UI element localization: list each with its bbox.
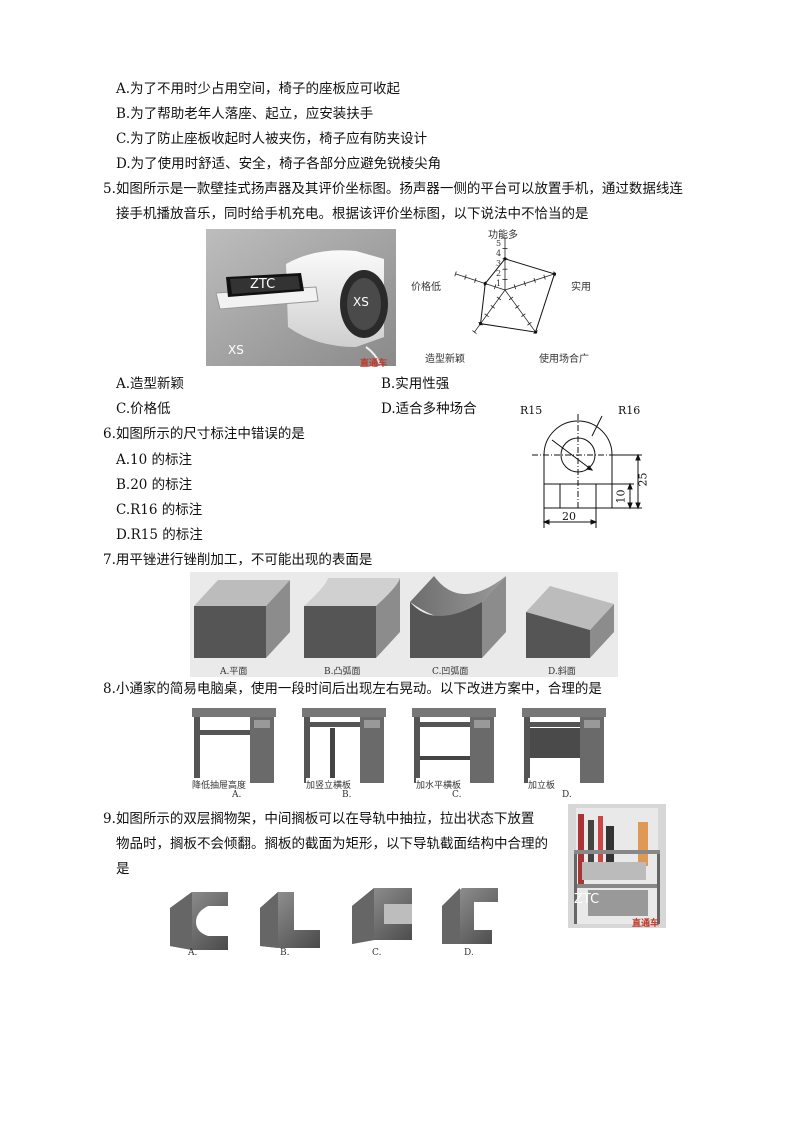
radar-tick-mark: [527, 321, 532, 326]
q6-option-a: A.10 的标注: [116, 452, 193, 468]
q4-option-b: B.为了帮助老年人落座、起立，应安装扶手: [116, 106, 374, 122]
q7-caption-d: D.斜面: [548, 667, 576, 677]
q9-letter-d: D.: [464, 948, 474, 958]
q8-caption-d: 加立板: [528, 778, 556, 791]
watermark-ztc: ZTC: [574, 892, 600, 907]
q9-letter-c: C.: [372, 948, 382, 958]
radar-tick-mark: [474, 277, 477, 283]
dim-r16: R16: [618, 404, 641, 417]
radar-axis: [504, 289, 536, 333]
radar-tick-mark: [472, 330, 477, 334]
q9-stem-line2: 物品时，搁板不会倾翻。搁板的截面为矩形，以下导轨截面结构中合理的: [116, 836, 548, 852]
q8-caption-c: 加水平横板: [416, 778, 462, 791]
watermark-xs: XS: [228, 343, 244, 357]
radar-point: [503, 257, 507, 261]
shelf-photo: ZTC 直通车: [568, 804, 666, 929]
q8-letter-b: B.: [342, 790, 352, 800]
radar-point: [478, 322, 483, 326]
radar-tick-mark: [521, 313, 526, 318]
dim-10: 10: [614, 489, 628, 504]
radar-tick: 5: [496, 239, 502, 248]
radar-tick: 4: [496, 249, 502, 258]
q5-stem-line1: 5.如图所示是一款壁挂式扬声器及其评价坐标图。扬声器一侧的平台可以放置手机，通过…: [103, 181, 683, 197]
q9-letter-b: B.: [280, 948, 290, 958]
q7-caption-c: C.凹弧面: [432, 667, 469, 677]
radar-axis-label: 价格低: [411, 282, 441, 293]
radar-axis-label: 造型新颖: [425, 354, 465, 365]
rail-sections-figure: A. B. C. D.: [166, 880, 506, 962]
radar-axis-label: 功能多: [488, 230, 518, 241]
radar-axis-label: 使用场合广: [539, 354, 589, 365]
radar-tick-mark: [543, 274, 546, 280]
radar-tick-mark: [508, 296, 514, 301]
radar-tick-mark: [514, 305, 520, 309]
radar-tick-mark: [454, 271, 457, 277]
q6-option-c: C.R16 的标注: [116, 502, 203, 518]
q5-option-b: B.实用性强: [381, 376, 450, 392]
q4-option-d: D.为了使用时舒适、安全，椅子各部分应避免锐棱尖角: [116, 156, 442, 172]
q6-option-d: D.R15 的标注: [116, 527, 203, 543]
computer-desk-figure: 降低抽屉高度 加竖立横板 加水平横板 加立板 A. B. C. D.: [190, 706, 610, 802]
radar-tick-mark: [513, 284, 517, 290]
radar-axis-label: 实用: [571, 282, 591, 293]
q5-option-c: C.价格低: [116, 401, 171, 417]
q7-caption-a: A.平面: [220, 667, 248, 677]
speaker-logo: XS: [353, 295, 369, 309]
q7-caption-b: B.凸弧面: [324, 667, 361, 677]
radar-point: [533, 330, 538, 334]
q5-stem-line2: 接手机播放音乐，同时给手机充电。根据该评价坐标图，以下说法中不恰当的是: [116, 206, 589, 222]
q9-stem-line3: 是: [116, 861, 130, 877]
radar-tick-mark: [484, 313, 489, 318]
q9-letter-a: A.: [188, 948, 198, 958]
radar-tick-mark: [533, 277, 536, 283]
q5-option-a: A.造型新颖: [116, 376, 185, 392]
radar-tick: 3: [496, 259, 502, 268]
dim-20: 20: [562, 510, 576, 523]
watermark-zhitongche: 直通车: [360, 359, 388, 369]
radar-series: [479, 258, 556, 333]
q4-option-a: A.为了不用时少占用空间，椅子的座板应可收起: [116, 81, 401, 97]
radar-point: [552, 272, 557, 276]
q4-option-c: C.为了防止座板收起时人被夹伤，椅子应有防夹设计: [116, 131, 428, 147]
dim-r15: R15: [520, 404, 543, 417]
filing-surfaces-figure: A.平面 B.凸弧面 C.凹弧面 D.斜面: [190, 572, 618, 677]
radar-tick-mark: [493, 284, 497, 290]
dimension-drawing: R15 R16 20 25 10: [510, 400, 660, 535]
q8-caption-a: 降低抽屉高度: [192, 778, 247, 791]
q6-option-b: B.20 的标注: [116, 477, 193, 493]
q6-stem: 6.如图所示的尺寸标注中错误的是: [103, 426, 305, 442]
radar-tick-mark: [523, 281, 526, 287]
q8-letter-a: A.: [232, 790, 242, 800]
watermark-ztc: ZTC: [250, 277, 276, 292]
q8-letter-c: C.: [452, 790, 462, 800]
watermark-zhitongche: 直通车: [632, 919, 660, 929]
speaker-photo: ZTC XS XS 直通车: [206, 229, 396, 369]
radar-axis: [504, 273, 555, 291]
radar-tick-mark: [496, 296, 502, 301]
q8-stem: 8.小通家的简易电脑桌，使用一段时间后出现左右晃动。以下改进方案中，合理的是: [103, 681, 602, 697]
q8-letter-d: D.: [562, 790, 572, 800]
q8-caption-b: 加竖立横板: [306, 778, 352, 791]
q7-stem: 7.用平锉进行锉削加工，不可能出现的表面是: [103, 552, 373, 568]
evaluation-radar-chart: 功能多 实用 使用场合广 造型新颖 价格低 5 4 3 2 1: [405, 226, 620, 371]
radar-tick: 1: [496, 279, 502, 288]
radar-tick-mark: [490, 305, 496, 309]
q5-option-d: D.适合多种场合: [381, 401, 477, 417]
radar-axis: [455, 273, 506, 291]
radar-tick: 2: [496, 269, 502, 278]
radar-point: [483, 281, 487, 286]
radar-tick-mark: [464, 274, 467, 280]
dim-25: 25: [636, 472, 650, 487]
q9-stem-line1: 9.如图所示的双层搁物架，中间搁板可以在导轨中抽拉，拉出状态下放置: [103, 811, 535, 827]
radar-axis: [474, 289, 506, 333]
